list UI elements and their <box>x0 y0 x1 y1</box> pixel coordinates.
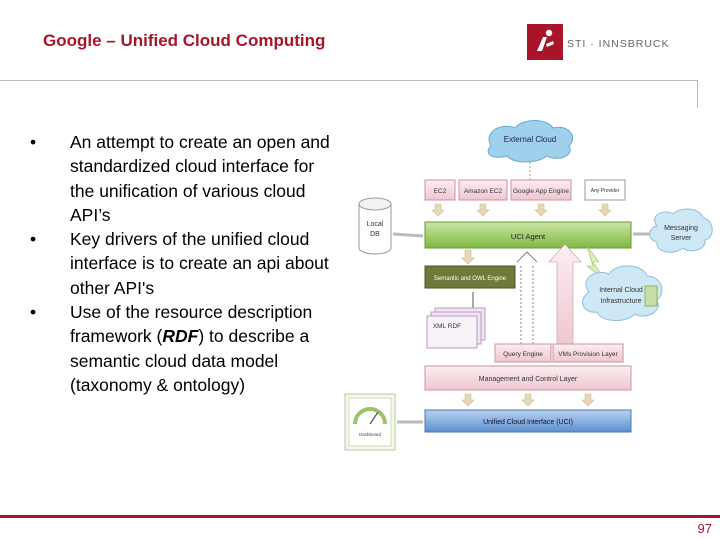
local-db-label: Local <box>367 221 384 228</box>
logo-text: STI · INNSBRUCK <box>567 38 670 50</box>
slide-title: Google – Unified Cloud Computing <box>43 31 326 50</box>
external-cloud: External Cloud <box>487 120 574 163</box>
header-divider-tick <box>697 80 698 108</box>
provider-label: Any Provider <box>591 188 620 194</box>
provider-label: Amazon EC2 <box>464 188 503 195</box>
uci-architecture-diagram: External Cloud EC2 Amazon EC2 Google App… <box>344 120 713 451</box>
provider-box <box>584 179 626 201</box>
messaging-server-label: Server <box>671 235 692 242</box>
page-number: 97 <box>697 521 712 536</box>
provider-box <box>510 179 572 201</box>
provider-box <box>458 179 508 201</box>
gauge-needle <box>369 411 379 425</box>
provider-label: EC2 <box>434 188 447 195</box>
rdf-emphasis: RDF <box>162 326 199 347</box>
bullet-text-pre: Use of the resource description framewor… <box>70 302 313 347</box>
query-dashed-lines <box>520 266 534 344</box>
query-arrowhead <box>516 251 538 263</box>
provision-up-arrow <box>548 243 582 349</box>
local-db: Local DB <box>358 197 392 255</box>
db-connector <box>392 232 424 238</box>
uci-agent-bar <box>424 221 632 249</box>
messaging-server-label: Messaging <box>664 225 698 232</box>
messaging-server-cloud: Messaging Server <box>649 208 713 253</box>
management-layer-label: Management and Control Layer <box>479 376 578 383</box>
uci-agent-label: UCI Agent <box>511 232 546 241</box>
bullet-marker: • <box>30 229 37 250</box>
external-cloud-label: External Cloud <box>504 135 556 144</box>
provider-arrows <box>431 203 612 217</box>
semantic-engine-box <box>424 265 516 289</box>
local-db-label: DB <box>370 231 380 238</box>
internal-cloud-label: Internal Cloud <box>599 287 643 294</box>
xml-rdf-documents: XML RDF <box>426 307 486 349</box>
management-layer-bar <box>424 365 632 391</box>
bullet-marker: • <box>30 302 37 323</box>
bullet-text-post: ) to describe a semantic cloud data mode… <box>70 326 310 395</box>
bullet-text: Key drivers of the unified cloud interfa… <box>70 229 329 298</box>
provider-box <box>424 179 456 201</box>
gauge-icon <box>353 407 387 425</box>
semantic-engine-label: Semantic and OWL Engine <box>434 276 507 282</box>
internal-cloud-label: Infrastructure <box>600 298 641 305</box>
agent-to-semantic-arrow <box>461 249 475 265</box>
uci-interface-bar <box>424 409 632 433</box>
query-engine-label: Query Engine <box>503 351 543 358</box>
uci-interface-label: Unified Cloud Interface (UCI) <box>483 419 573 426</box>
bullet-item: • An attempt to create an open and standa… <box>30 130 340 227</box>
dashboard-widget: Dashboard <box>344 393 396 451</box>
query-engine-box <box>494 343 552 363</box>
sti-logo-icon <box>527 24 563 60</box>
sti-logo: STI · INNSBRUCK <box>527 24 677 60</box>
bullet-list: • An attempt to create an open and standa… <box>30 130 340 397</box>
footer-divider <box>0 515 720 518</box>
header-divider <box>0 80 697 81</box>
xml-rdf-label: XML RDF <box>433 323 461 330</box>
management-arrows <box>461 393 595 407</box>
provider-label: Google App Engine <box>513 188 569 195</box>
dashboard-label: Dashboard <box>359 432 382 437</box>
bullet-item: • Key drivers of the unified cloud interf… <box>30 227 340 300</box>
server-icon <box>644 285 658 307</box>
provider-row: EC2 Amazon EC2 Google App Engine Any Pro… <box>424 179 626 201</box>
bullet-marker: • <box>30 132 37 152</box>
bullet-item: • Use of the resource description framewo… <box>30 300 340 397</box>
vm-provision-box <box>552 343 624 363</box>
vm-provision-label: VMs Provision Layer <box>558 351 618 358</box>
bullet-text: An attempt to create an open and standar… <box>70 132 330 225</box>
internal-cloud: Internal Cloud Infrastructure <box>582 265 663 321</box>
